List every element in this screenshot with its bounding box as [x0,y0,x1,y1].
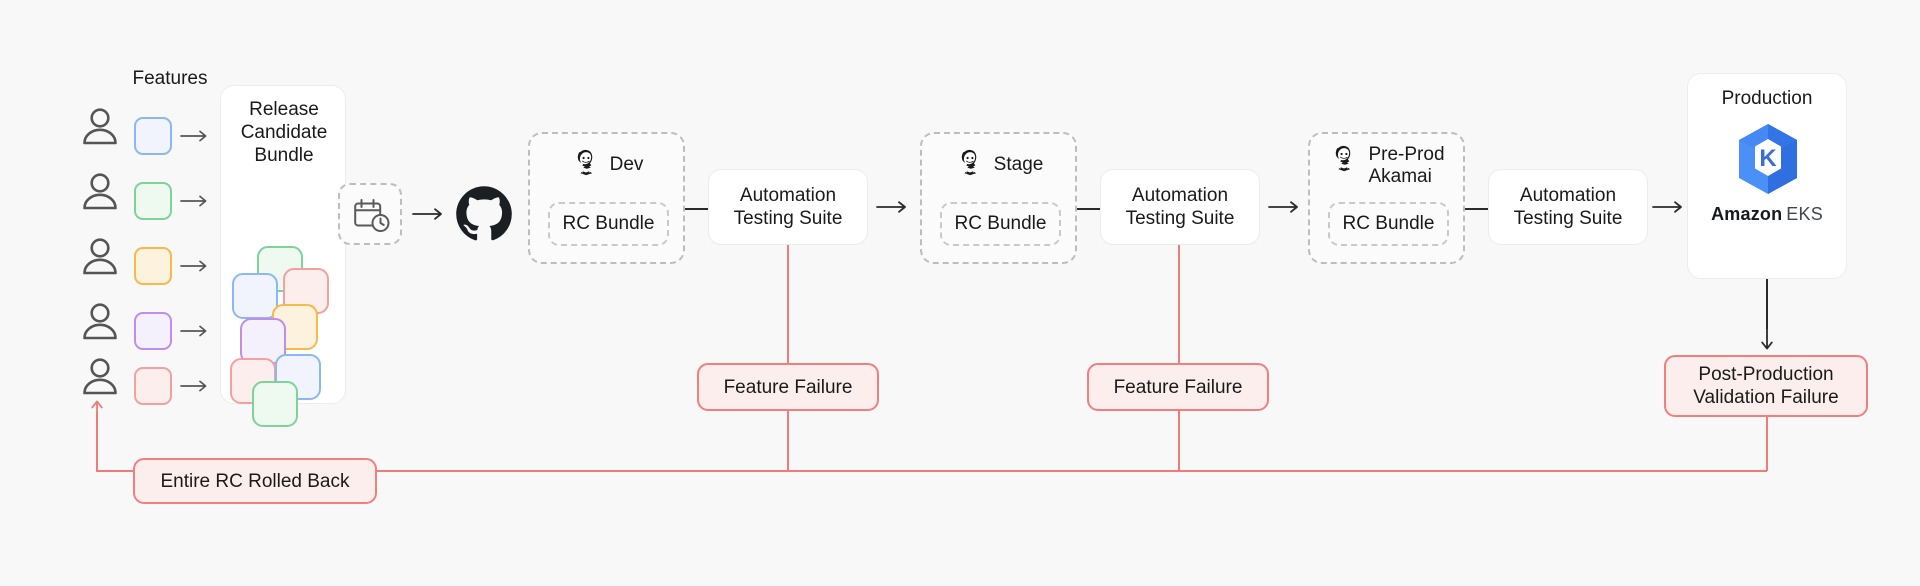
environment-stage-name: Stage [993,154,1044,175]
environment-pre-prod-header: Pre-Prod Akamai [1310,144,1463,188]
svg-text:K: K [1759,145,1777,172]
github-icon[interactable] [455,185,513,248]
rollback-elbow-vertical [96,412,98,471]
connector-pre-prod-to-test [1465,208,1488,210]
connector-failure2-down [1178,411,1180,471]
calendar-clock-icon [354,199,390,232]
environment-dev-name: Dev [609,154,644,175]
rc-bundle-dev: RC Bundle [548,202,669,246]
connector-production-down [1766,279,1768,329]
amazon-eks-icon: K [1739,124,1797,194]
connector-dev-to-test [685,208,708,210]
feature-chip[interactable] [134,312,172,350]
production-title: Production [1721,88,1813,109]
release-candidate-bundle-panel[interactable]: Release Candidate Bundle [220,85,346,427]
person-icon [78,355,122,404]
arrow-down-icon [1759,324,1775,359]
environment-pre-prod-name: Pre-Prod Akamai [1368,144,1445,187]
rc-bundle-pre-prod: RC Bundle [1328,202,1449,246]
jenkins-icon [577,149,592,176]
arrow-right-icon [180,259,210,278]
automation-testing-suite-3[interactable]: Automation Testing Suite [1488,169,1648,245]
rollback-elbow-horizontal [96,470,136,472]
arrow-right-icon [876,199,910,220]
jenkins-icon [1336,145,1351,172]
arrow-right-icon [180,324,210,343]
person-icon [78,300,122,349]
rollback-pill[interactable]: Entire RC Rolled Back [133,458,377,504]
automation-testing-suite-2[interactable]: Automation Testing Suite [1100,169,1260,245]
failure-pill-2-label: Feature Failure [1113,376,1243,398]
arrow-up-icon [89,396,105,431]
failure-pill-1-label: Feature Failure [723,376,853,398]
release-candidate-bundle-title: Release Candidate Bundle [240,99,328,166]
connector-failure3-down [1766,416,1768,471]
failure-pill-2[interactable]: Feature Failure [1087,363,1269,411]
rollback-bus-line [255,470,1767,472]
connector-test2-to-failure [1178,245,1180,363]
arrow-right-icon [180,129,210,148]
rc-bundle-stage: RC Bundle [940,202,1061,246]
feature-chip[interactable] [134,117,172,155]
automation-testing-suite-3-label: Automation Testing Suite [1513,185,1623,229]
automation-testing-suite-1[interactable]: Automation Testing Suite [708,169,868,245]
person-icon [78,105,122,154]
failure-pill-post-production[interactable]: Post-Production Validation Failure [1664,355,1868,417]
rollback-pill-label: Entire RC Rolled Back [160,470,350,492]
jenkins-icon [961,149,976,176]
arrow-right-icon [180,194,210,213]
environment-dev-header: Dev [530,148,683,182]
schedule-trigger[interactable] [338,183,402,245]
arrow-right-icon [412,206,446,227]
automation-testing-suite-2-label: Automation Testing Suite [1125,185,1235,229]
failure-pill-post-production-label: Post-Production Validation Failure [1693,364,1839,408]
feature-chip[interactable] [134,367,172,405]
environment-pre-prod[interactable]: Pre-Prod Akamai RC Bundle [1308,132,1465,264]
person-icon [78,170,122,219]
arrow-right-icon [180,379,210,398]
connector-failure1-down [787,411,789,471]
automation-testing-suite-1-label: Automation Testing Suite [733,185,843,229]
feature-chip[interactable] [134,182,172,220]
eks-wordmark-bold: Amazon [1711,204,1783,224]
environment-stage-header: Stage [922,148,1075,182]
arrow-right-icon [1268,199,1302,220]
connector-stage-to-test [1077,208,1100,210]
failure-pill-1[interactable]: Feature Failure [697,363,879,411]
eks-wordmark-light: EKS [1786,204,1823,224]
arrow-right-icon [1652,199,1686,220]
features-heading: Features [132,68,208,89]
environment-stage[interactable]: Stage RC Bundle [920,132,1077,264]
connector-test1-to-failure [787,245,789,363]
person-icon [78,235,122,284]
feature-chip[interactable] [134,247,172,285]
bundle-chip [232,273,278,319]
bundle-chip [252,381,298,427]
environment-dev[interactable]: Dev RC Bundle [528,132,685,264]
